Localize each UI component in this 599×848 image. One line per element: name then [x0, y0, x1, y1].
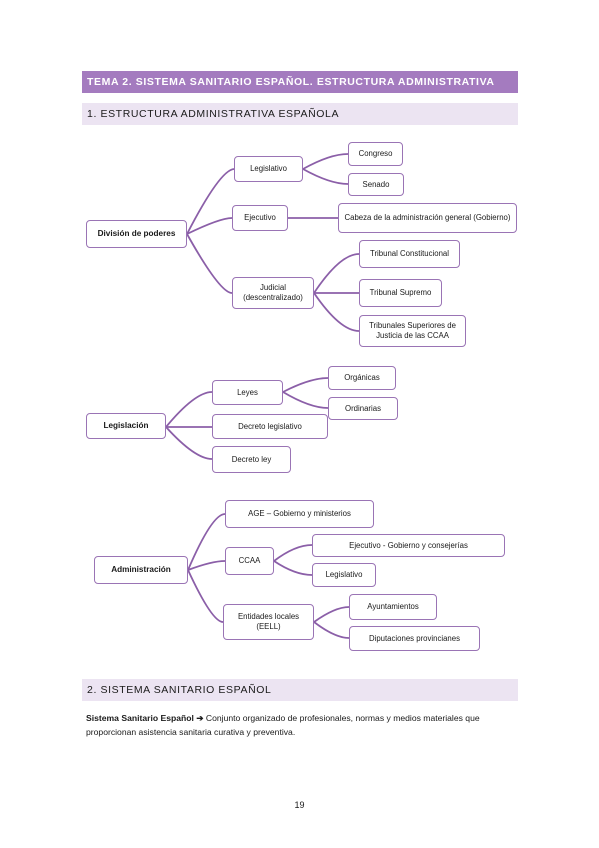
node-ejecutivo: Ejecutivo [232, 205, 288, 231]
node-age: AGE – Gobierno y ministerios [225, 500, 374, 528]
node-judicial: Judicial (descentralizado) [232, 277, 314, 309]
node-decreto-legislativo: Decreto legislativo [212, 414, 328, 439]
node-administracion: Administración [94, 556, 188, 584]
node-decreto-ley: Decreto ley [212, 446, 291, 473]
definition-paragraph: Sistema Sanitario Español ➔ Conjunto org… [86, 711, 516, 739]
connector [302, 168, 349, 185]
node-congreso: Congreso [348, 142, 403, 166]
node-ejecutivo-ccaa: Ejecutivo - Gobierno y consejerías [312, 534, 505, 557]
node-legislativo: Legislativo [234, 156, 303, 182]
node-tribunal-supremo: Tribunal Supremo [359, 279, 442, 307]
connector [186, 233, 233, 294]
connector [313, 606, 350, 623]
node-entidades-locales: Entidades locales (EELL) [223, 604, 314, 640]
connector [282, 377, 329, 393]
connector [187, 513, 226, 571]
node-cabeza-administracion: Cabeza de la administración general (Gob… [338, 203, 517, 233]
connector [273, 544, 313, 562]
definition-text: Conjunto organizado de profesionales, no… [86, 713, 480, 737]
node-leyes: Leyes [212, 380, 283, 405]
connector [165, 391, 213, 428]
node-ordinarias: Ordinarias [328, 397, 398, 420]
node-division-de-poderes: División de poderes [86, 220, 187, 248]
node-legislacion: Legislación [86, 413, 166, 439]
connector [282, 391, 329, 409]
connector [186, 168, 235, 235]
right-arrow-icon: ➔ [196, 713, 204, 723]
connector [165, 426, 213, 460]
connector [187, 560, 226, 571]
section-heading-2: 2. SISTEMA SANITARIO ESPAÑOL [82, 679, 518, 701]
connector [187, 569, 224, 623]
node-senado: Senado [348, 173, 404, 196]
node-tribunal-constitucional: Tribunal Constitucional [359, 240, 460, 268]
connector [313, 253, 360, 294]
node-tribunales-superiores: Tribunales Superiores de Justicia de las… [359, 315, 466, 347]
node-diputaciones: Diputaciones provincianes [349, 626, 480, 651]
definition-term: Sistema Sanitario Español [86, 713, 194, 723]
connector [273, 560, 313, 576]
connector [313, 621, 350, 639]
section-heading-1: 1. ESTRUCTURA ADMINISTRATIVA ESPAÑOLA [82, 103, 518, 125]
node-legislativo-ccaa: Legislativo [312, 563, 376, 587]
node-organicas: Orgánicas [328, 366, 396, 390]
connector [313, 292, 360, 332]
node-ccaa: CCAA [225, 547, 274, 575]
page-number: 19 [294, 800, 305, 810]
connector [186, 217, 233, 235]
chapter-title: TEMA 2. SISTEMA SANITARIO ESPAÑOL. ESTRU… [82, 71, 518, 93]
node-ayuntamientos: Ayuntamientos [349, 594, 437, 620]
connector [302, 153, 349, 170]
